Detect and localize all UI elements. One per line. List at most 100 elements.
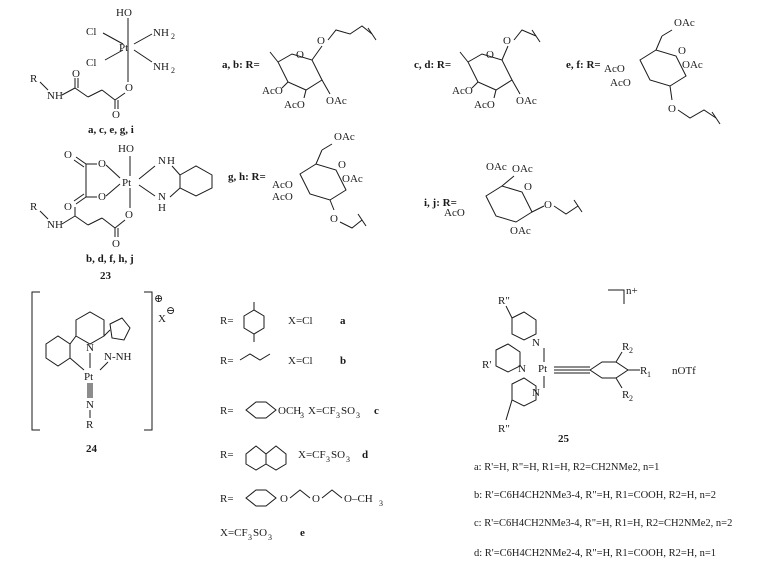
amine-label: NH [153, 61, 169, 73]
acetoxy-label: AcO [272, 191, 293, 203]
platinum-label: Pt [84, 371, 93, 383]
row-label: c [374, 405, 379, 417]
compound-24: ⊕ X ⊖ N N-NH Pt N R 24 R= X=Cl a R= X=Cl [31, 291, 383, 542]
oxygen-label: O [112, 238, 120, 250]
chloro-label: Cl [86, 26, 96, 38]
compound-number: 23 [100, 270, 112, 282]
acetoxy-label: OAc [682, 59, 703, 71]
subscript: 2 [171, 32, 175, 41]
nitrogen-label: N [86, 399, 94, 411]
amide-label: NH [47, 219, 63, 231]
r-prime-label: R' [482, 359, 491, 371]
r-double-prime-label: R" [498, 423, 510, 435]
nitrogen-label: N [532, 387, 540, 399]
counterion-label: X [158, 313, 166, 325]
acetoxy-label: AcO [604, 63, 625, 75]
subscript: 3 [336, 411, 340, 420]
counterion-definition: SO [253, 527, 267, 539]
oxygen-label: O [72, 68, 80, 80]
methoxy-label: O–CH [344, 493, 373, 505]
negative-charge: ⊖ [166, 305, 175, 317]
compound-number: 25 [558, 433, 570, 445]
substituent-label: a, b: R= [222, 59, 260, 71]
r-group-label: R [86, 419, 94, 431]
oxygen-label: O [98, 191, 106, 203]
acetoxy-label: OAc [674, 17, 695, 29]
r-double-prime-label: R" [498, 295, 510, 307]
acetoxy-label: AcO [610, 77, 631, 89]
hydrogen-label: H [167, 155, 175, 167]
r-definition: R= [220, 493, 234, 505]
ring-oxygen: O [338, 159, 346, 171]
r-definition: R= [220, 315, 234, 327]
row-label: b [340, 355, 346, 367]
acetoxy-label: OAc [342, 173, 363, 185]
substituent-row-c: c: R'=C6H4CH2NMe3-4, R"=H, R1=H, R2=CH2N… [474, 518, 732, 529]
acetoxy-label: OAc [334, 131, 355, 143]
glycoside-oxygen: O [317, 35, 325, 47]
substituent-row-b: b: R'=C6H4CH2NMe3-4, R"=H, R1=COOH, R2=H… [474, 490, 716, 501]
platinum-label: Pt [119, 42, 128, 54]
platinum-label: Pt [122, 177, 131, 189]
hydrogen-label: H [158, 202, 166, 214]
nitrogen-label: N [532, 337, 540, 349]
nitrogen-label: N [518, 363, 526, 375]
positive-charge: ⊕ [154, 293, 163, 305]
acetoxy-label: OAc [486, 161, 507, 173]
oxygen-label: O [125, 82, 133, 94]
subscript: 3 [326, 455, 330, 464]
oxygen-label: O [112, 109, 120, 121]
glycoside-oxygen: O [668, 103, 676, 115]
counterion-definition: SO [341, 405, 355, 417]
r-label: R [640, 365, 648, 377]
ring-oxygen: O [524, 181, 532, 193]
compound-pt-amine: Pt HO Cl Cl NH 2 NH 2 O O O NH R a, c, e… [30, 7, 175, 136]
oxygen-label: O [98, 158, 106, 170]
subscript: 3 [268, 533, 272, 542]
compound-pt-oxalato: Pt HO O O O O N H N H O [30, 143, 213, 282]
acetoxy-label: OAc [512, 163, 533, 175]
subscript: 2 [629, 346, 633, 355]
compound-25: n+ R" N R' N Pt N R" R 2 R 1 R 2 nOTf 25… [474, 285, 732, 559]
substituent-label: c, d: R= [414, 59, 451, 71]
glycoside-oxygen: O [544, 199, 552, 211]
hydroxy-label: HO [116, 7, 132, 19]
amide-label: NH [47, 90, 63, 102]
r-definition: R= [220, 449, 234, 461]
sugar-r-groups: a, b: R= O O AcO AcO OAc c, d: R= O O Ac… [222, 17, 721, 237]
acetoxy-label: OAc [510, 225, 531, 237]
counterion-definition: SO [331, 449, 345, 461]
counterion-definition: X=CF [308, 405, 336, 417]
r-group-label: R [30, 201, 38, 213]
acetoxy-label: OAc [326, 95, 347, 107]
acetoxy-label: AcO [452, 85, 473, 97]
compound-label: a, c, e, g, i [88, 124, 134, 136]
acetoxy-label: OAc [516, 95, 537, 107]
acetoxy-label: AcO [444, 207, 465, 219]
ring-oxygen: O [486, 49, 494, 61]
row-label: e [300, 527, 305, 539]
subscript: 3 [248, 533, 252, 542]
counterion-definition: X=CF [220, 527, 248, 539]
subscript: 3 [379, 499, 383, 508]
counterion-definition: X=CF [298, 449, 326, 461]
substituent-label: OCH [278, 405, 301, 417]
acetoxy-label: AcO [272, 179, 293, 191]
row-label: d [362, 449, 368, 461]
nitrogen-label: N [158, 191, 166, 203]
counterion-definition: X=Cl [288, 355, 313, 367]
counterion-definition: X=Cl [288, 315, 313, 327]
ring-oxygen: O [296, 49, 304, 61]
subscript: 3 [356, 411, 360, 420]
oxygen-label: O [64, 149, 72, 161]
acetoxy-label: AcO [262, 85, 283, 97]
hydroxy-label: HO [118, 143, 134, 155]
r-definition: R= [220, 405, 234, 417]
oxygen-label: O [125, 209, 133, 221]
substituent-row-d: d: R'=C6H4CH2NMe2-4, R"=H, R1=COOH, R2=H… [474, 548, 716, 559]
glycoside-oxygen: O [330, 213, 338, 225]
r-definition: R= [220, 355, 234, 367]
substituent-row-a: a: R'=H, R"=H, R1=H, R2=CH2NMe2, n=1 [474, 462, 659, 473]
counterion-label: nOTf [672, 365, 696, 377]
